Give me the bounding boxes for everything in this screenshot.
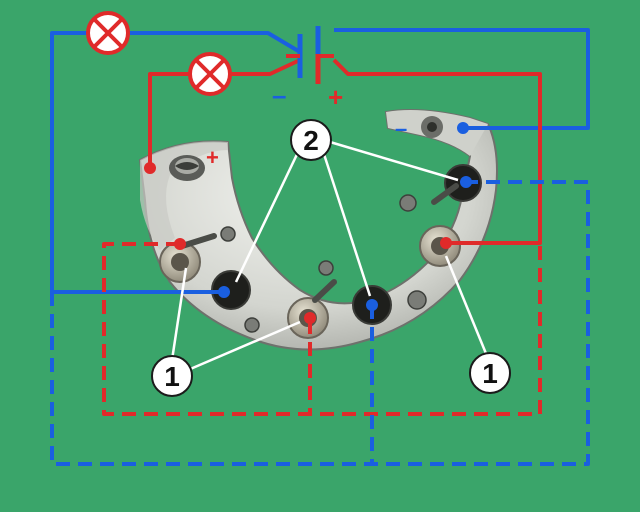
plus-terminal-stud [169, 155, 205, 181]
diode-straps [179, 183, 459, 303]
svg-text:1: 1 [164, 361, 180, 392]
plate-plus-mark: + [206, 145, 219, 170]
minus-stud-contact [457, 122, 469, 134]
leader-lines [170, 140, 489, 372]
negative-circuit [50, 28, 590, 294]
lamp-icon [86, 11, 130, 55]
callout-2: 2 [290, 119, 332, 161]
lamp-icon [188, 52, 232, 96]
battery-minus-label: – [272, 80, 286, 110]
negative-dashed-circuit [50, 180, 590, 466]
diode-contact-dots [174, 176, 472, 324]
mounting-bolts [220, 194, 427, 333]
plus-stud-contact [144, 162, 156, 174]
diode-positive-left [159, 241, 201, 283]
positive-dashed-circuit [102, 242, 542, 416]
minus-terminal-stud [421, 116, 443, 138]
callout-1-right: 1 [469, 352, 511, 394]
callout-1-left: 1 [151, 355, 193, 397]
svg-text:2: 2 [303, 125, 319, 156]
battery-icon [286, 26, 334, 84]
diode-positive-right [419, 225, 461, 267]
svg-text:1: 1 [482, 358, 498, 389]
plate-minus-mark: – [395, 116, 407, 141]
positive-circuit [148, 58, 542, 245]
battery-plus-label: + [328, 82, 343, 112]
